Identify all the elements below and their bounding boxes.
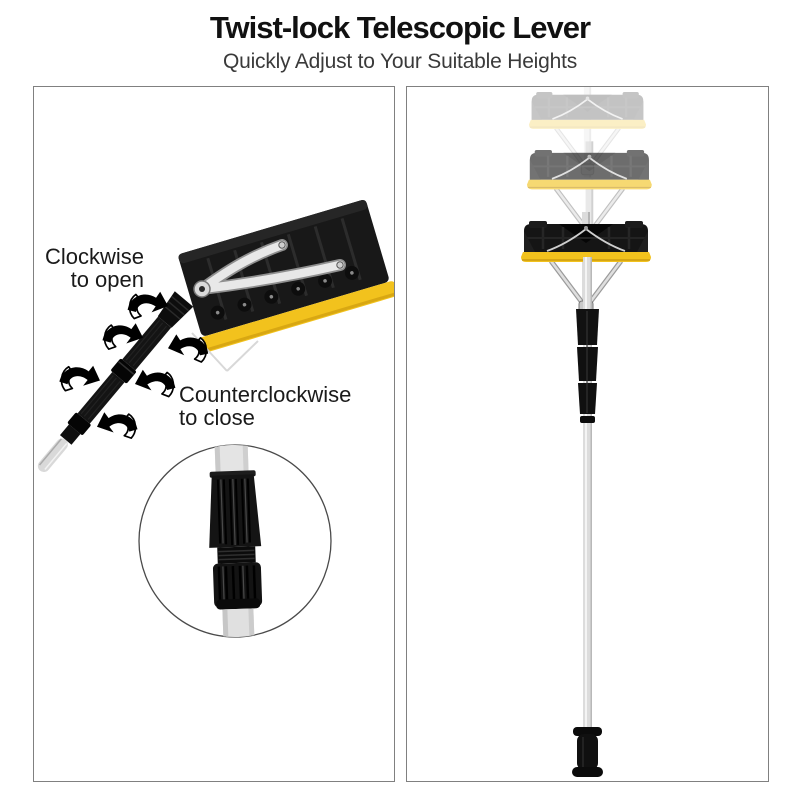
shovel-head-closeup [178, 199, 394, 353]
counterclockwise-annotation: Counterclockwise to close [179, 383, 379, 429]
counterclockwise-arrow-icon [92, 403, 141, 448]
counterclockwise-annotation-line1: Counterclockwise [179, 382, 352, 407]
main-pole [583, 257, 592, 732]
full-shovel-illustration [407, 87, 768, 777]
twist-lock-zoom-inset [138, 441, 332, 641]
clockwise-annotation-line2: to open [70, 267, 144, 292]
page-title: Twist-lock Telescopic Lever [209, 10, 591, 45]
end-handle [572, 727, 603, 777]
yellow-wear-edge [198, 281, 394, 353]
clockwise-annotation: Clockwise to open [4, 245, 144, 291]
upper-grip [576, 309, 599, 423]
page-subtitle: Quickly Adjust to Your Suitable Heights [222, 50, 578, 73]
twist-lock-illustration [37, 199, 394, 641]
counterclockwise-annotation-line2: to close [179, 405, 255, 430]
counterclockwise-arrow-icon [131, 362, 178, 405]
clockwise-annotation-line1: Clockwise [44, 244, 144, 269]
header: Twist-lock Telescopic Lever Quickly Adju… [0, 0, 800, 74]
twist-lock-detail-panel: Clockwise to open Counterclockwise to cl… [33, 86, 395, 782]
handle-braces [193, 239, 346, 298]
height-adjustment-panel [406, 86, 769, 782]
telescopic-pole [37, 291, 194, 472]
